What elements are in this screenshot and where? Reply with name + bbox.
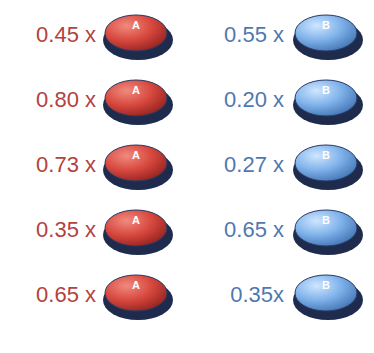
button-shape <box>290 139 366 193</box>
button-shape <box>290 269 366 323</box>
button-node: B <box>290 74 366 128</box>
weight-label: 0.80 x <box>4 87 96 113</box>
button-node: A <box>100 269 176 323</box>
button-letter: A <box>96 139 176 161</box>
button-node: B <box>290 9 366 63</box>
button-node: B <box>290 269 366 323</box>
button-node: A <box>100 204 176 258</box>
button-shape <box>100 9 176 63</box>
weight-label: 0.65 x <box>4 282 96 308</box>
weight-label: 0.45 x <box>4 22 96 48</box>
button-shape <box>290 74 366 128</box>
button-letter: B <box>286 204 366 226</box>
button-letter: B <box>286 9 366 31</box>
button-node: B <box>290 204 366 258</box>
weight-label: 0.35 x <box>4 217 96 243</box>
button-letter: B <box>286 74 366 96</box>
button-letter: A <box>96 204 176 226</box>
button-node: B <box>290 139 366 193</box>
button-node: A <box>100 9 176 63</box>
button-shape <box>290 204 366 258</box>
button-shape <box>100 204 176 258</box>
button-shape <box>100 139 176 193</box>
button-letter: A <box>96 9 176 31</box>
weight-label: 0.73 x <box>4 152 96 178</box>
button-letter: B <box>286 139 366 161</box>
button-shape <box>290 9 366 63</box>
button-node: A <box>100 139 176 193</box>
weight-label: 0.27 x <box>192 152 284 178</box>
button-shape <box>100 269 176 323</box>
weight-label: 0.55 x <box>192 22 284 48</box>
button-node: A <box>100 74 176 128</box>
weight-label: 0.35x <box>192 282 284 308</box>
weight-label: 0.20 x <box>192 87 284 113</box>
weight-label: 0.65 x <box>192 217 284 243</box>
button-letter: A <box>96 74 176 96</box>
button-letter: B <box>286 269 366 291</box>
button-shape <box>100 74 176 128</box>
button-letter: A <box>96 269 176 291</box>
